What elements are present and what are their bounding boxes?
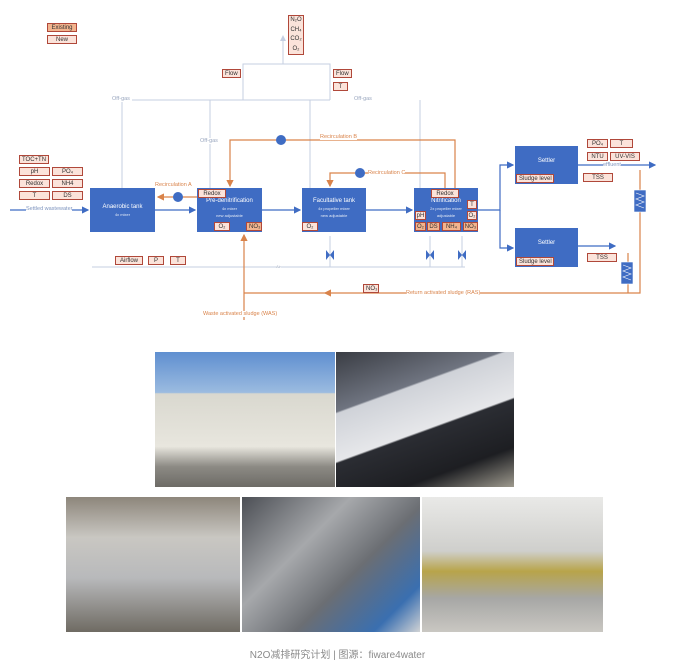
sensor-nh4: NH4 bbox=[52, 179, 83, 188]
effluent-po4: PO₄ bbox=[587, 139, 608, 148]
photo-cabinet-interior bbox=[242, 497, 420, 632]
nitrif-o2: O₂ bbox=[415, 222, 426, 231]
photo-storage-tank bbox=[155, 352, 335, 487]
effluent-uv-vis: UV-VIS bbox=[610, 152, 640, 161]
recirculation-a-label: Recirculation A bbox=[155, 182, 192, 188]
tank-sub: 2x propeller mixer bbox=[430, 206, 462, 211]
tank-sub: 4x mixer bbox=[221, 206, 238, 211]
air-label: Air bbox=[276, 264, 281, 269]
effluent-tss: TSS bbox=[583, 173, 613, 182]
tank-title: Pre-denitrification bbox=[206, 198, 253, 204]
photo-sensor-cabinet bbox=[422, 497, 603, 632]
tank-title: Settler bbox=[537, 240, 556, 246]
settler2-tss: TSS bbox=[587, 253, 617, 262]
air-t: T bbox=[170, 256, 186, 265]
nitrif-redox: Redox bbox=[431, 189, 459, 198]
offgas-flow-left: Flow bbox=[222, 69, 241, 78]
tank-sub: adjustable bbox=[436, 213, 456, 218]
sensor-redox: Redox bbox=[19, 179, 50, 188]
recirculation-b-label: Recirculation B bbox=[320, 134, 357, 140]
tank-sub: 4x propeller mixer bbox=[318, 206, 350, 211]
gas-ch4: CH₄ bbox=[290, 26, 302, 33]
ras-label: Return activated sludge (RAS) bbox=[406, 290, 481, 296]
tank-title: Nitrification bbox=[431, 198, 461, 204]
predenit-redox: Redox bbox=[198, 189, 226, 198]
anaerobic-tank: Anaerobic tank 4x mixer bbox=[90, 188, 155, 232]
ras-no3: NO₃ bbox=[363, 284, 379, 293]
legend-new: New bbox=[47, 35, 77, 44]
offgas-flow-right: Flow bbox=[333, 69, 352, 78]
tank-title: Anaerobic tank bbox=[102, 204, 143, 210]
settler2-sludge-level: Sludge level bbox=[516, 257, 554, 266]
photo-analyzer-cart bbox=[66, 497, 240, 632]
settler1-sludge-level: Sludge level bbox=[516, 174, 554, 183]
recirculation-c-label: Recirculation C bbox=[368, 170, 406, 176]
photo-pipeline bbox=[336, 352, 514, 487]
caption: N2O减排研究计划 | 图源：fiware4water bbox=[249, 650, 426, 661]
nitrif-t: T bbox=[467, 200, 477, 209]
facultative-o2: O₂ bbox=[302, 222, 318, 231]
gas-n2o: N₂O bbox=[290, 17, 302, 23]
effluent-ntu: NTU bbox=[587, 152, 608, 161]
tank-sub: new adjustable bbox=[216, 213, 243, 218]
nitrif-no3: NO₃ bbox=[463, 222, 478, 231]
predenit-o2: O₂ bbox=[214, 222, 230, 231]
sensor-toc-tn: TOC+TN bbox=[19, 155, 49, 164]
tank-title: Facultative tank bbox=[312, 198, 356, 204]
heat-exchanger-icons bbox=[620, 189, 647, 285]
sensor-ds: DS bbox=[52, 191, 83, 200]
offgas-label: Off-gas bbox=[200, 138, 218, 144]
tank-sub: 4x mixer bbox=[114, 212, 131, 217]
gas-co2: CO₂ bbox=[290, 36, 302, 42]
offgas-t: T bbox=[333, 82, 348, 91]
settled-wastewater-label: Settled wastewater bbox=[26, 206, 73, 212]
sensor-ph: pH bbox=[19, 167, 50, 176]
offgas-label: Off-gas bbox=[112, 96, 130, 102]
offgas-label: Off-gas bbox=[354, 96, 372, 102]
predenit-no3: NO₃ bbox=[246, 222, 262, 231]
pump-icons bbox=[173, 135, 365, 202]
was-label: Waste activated sludge (WAS) bbox=[203, 311, 278, 317]
effluent-t: T bbox=[610, 139, 633, 148]
valve-icons bbox=[326, 250, 466, 260]
sensor-t: T bbox=[19, 191, 50, 200]
gas-sensor-box: N₂O CH₄ CO₂ O₂ bbox=[288, 15, 304, 55]
air-p: P bbox=[148, 256, 164, 265]
nitrif-nh4: NH₄ bbox=[442, 222, 461, 231]
air-airflow: Airflow bbox=[115, 256, 143, 265]
nitrif-ds: DS bbox=[427, 222, 440, 231]
tank-title: Settler bbox=[537, 158, 556, 164]
nitrif-ph: pH bbox=[415, 211, 426, 220]
nitrif-o2-right: O₂ bbox=[467, 211, 477, 220]
tank-sub: new adjustable bbox=[320, 213, 348, 218]
sensor-po4: PO₄ bbox=[52, 167, 83, 176]
gas-o2: O₂ bbox=[292, 45, 300, 52]
legend-existing: Existing bbox=[47, 23, 77, 32]
effluent-label: effluent bbox=[603, 162, 621, 168]
